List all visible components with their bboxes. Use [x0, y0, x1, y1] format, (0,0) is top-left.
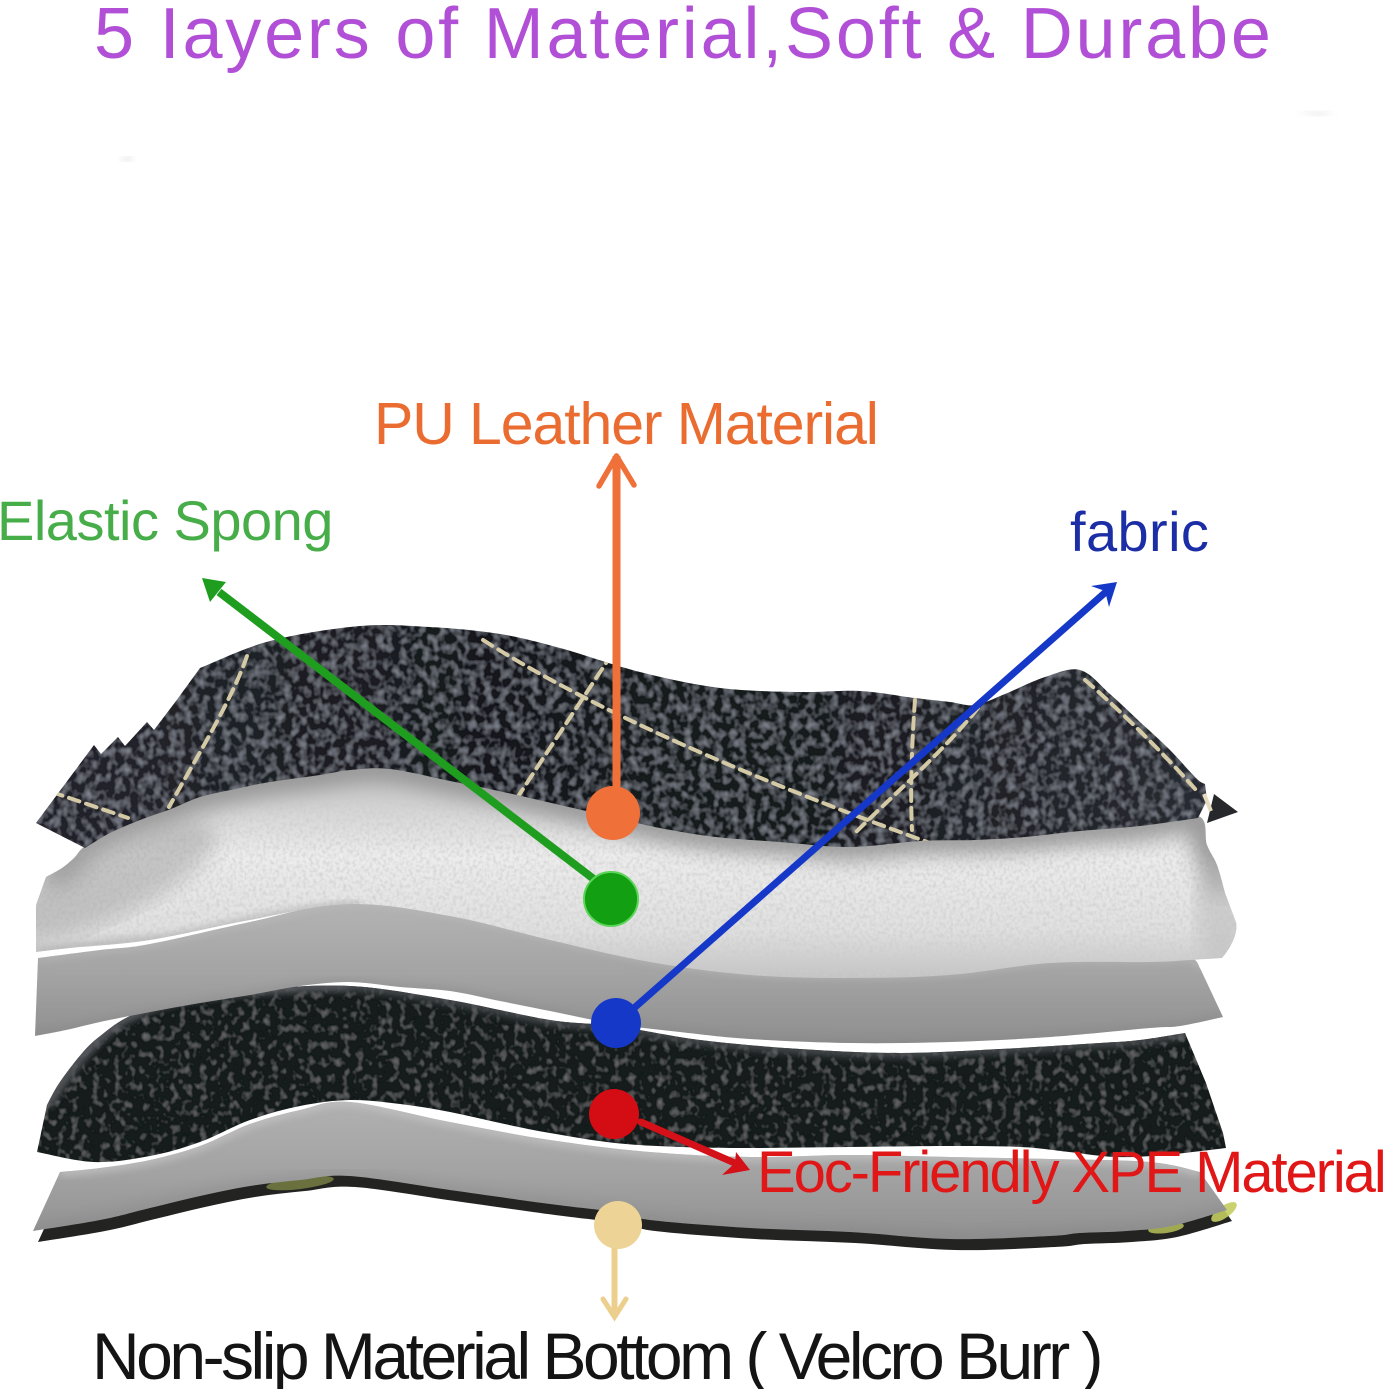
- svg-text:PU Leather Material: PU Leather Material: [374, 391, 878, 457]
- svg-text:5 Iayers of Material,Soft & Du: 5 Iayers of Material,Soft & Durabe: [94, 0, 1274, 74]
- svg-text:Non-slip Material Bottom ( Vel: Non-slip Material Bottom ( Velcro Burr ): [92, 1319, 1100, 1389]
- svg-text:fabric: fabric: [1070, 500, 1209, 563]
- svg-text:Elastic Spong: Elastic Spong: [0, 489, 333, 552]
- svg-text:Eoc-Friendly XPE Material: Eoc-Friendly XPE Material: [757, 1140, 1385, 1205]
